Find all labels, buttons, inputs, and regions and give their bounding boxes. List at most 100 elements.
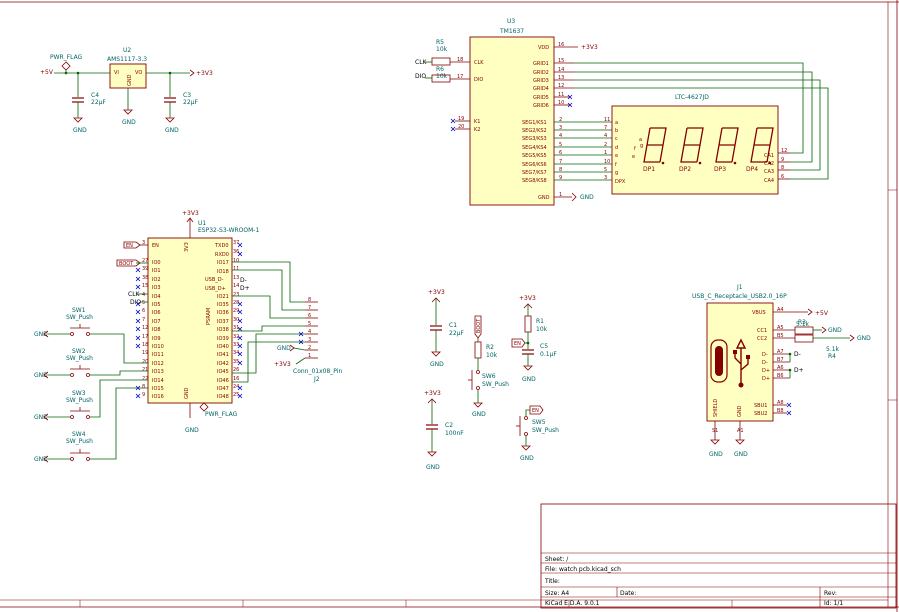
switch-sw4[interactable]: SW4 SW_Push GND [34, 387, 148, 463]
u3-value: TM1637 [499, 28, 524, 35]
c1-ref: C1 [449, 322, 457, 329]
r4-body[interactable] [794, 334, 814, 343]
u1-psram: PSRAM [206, 308, 212, 325]
u1-boot-label-box [116, 259, 141, 267]
u3-seg5: SEG5/KS5 [522, 153, 547, 159]
svg-text:5: 5 [559, 142, 562, 148]
svg-text:26: 26 [233, 367, 239, 373]
disp-ca3: CA3 [764, 169, 774, 175]
svg-text:1: 1 [604, 150, 607, 156]
u2-pin-vi: VI [114, 70, 119, 76]
switch-sw3[interactable]: SW3 SW_Push GND [34, 379, 148, 421]
u3-seg-pins: SEG1/KS1 SEG2/KS2 SEG3/KS3 SEG4/KS4 SEG5… [522, 117, 612, 184]
sw4-gnd: GND [34, 456, 48, 463]
sw3-gnd: GND [34, 414, 48, 421]
r5-body[interactable] [431, 57, 451, 66]
disp-seg-f: f [615, 162, 617, 168]
j2-pin-8: 8 [308, 297, 311, 303]
svg-text:1: 1 [559, 192, 562, 198]
svg-text:6: 6 [559, 150, 562, 156]
u3-ref: U3 [507, 18, 515, 25]
u1-en-label: EN [126, 243, 133, 249]
j2-pin-5: 5 [308, 321, 311, 327]
u1-pin-io7: IO7 [152, 319, 161, 325]
u1-pin-usbdp: USB_D+ [205, 286, 226, 292]
svg-text:20: 20 [142, 359, 148, 365]
u3-seg2: SEG2/KS2 [522, 128, 547, 134]
regulator-block: PWR_FLAG +5V U2 AMS1117-3.3 VI VO GND +3… [40, 47, 213, 134]
j1-shield: SHIELD [713, 399, 719, 417]
u1-top-net: +3V3 [182, 210, 199, 217]
c2-circuit: +3V3 C2 100nF GND [424, 390, 464, 471]
disp-seg-b: b [615, 128, 618, 134]
svg-text:12: 12 [142, 325, 148, 331]
j2-value: Conn_01x08_Pin [293, 368, 342, 375]
pwr-flag-label: PWR_FLAG [50, 54, 83, 61]
en-label-box [511, 338, 526, 348]
r1-val: 10k [536, 326, 548, 333]
svg-text:8: 8 [781, 165, 784, 171]
j2-pins: 8 7 6 5 4 3 2 1 [298, 297, 318, 359]
j1-dp1: D+ [762, 368, 770, 374]
svg-text:15: 15 [142, 283, 148, 289]
u1-pin-io13: IO13 [152, 369, 164, 375]
svg-text:18: 18 [457, 57, 463, 63]
r4-gnd: GND [857, 335, 871, 342]
u3-body[interactable] [469, 36, 555, 206]
u1-pin-io12: IO12 [152, 361, 164, 367]
r2-body[interactable] [474, 341, 482, 359]
svg-text:14: 14 [558, 67, 564, 73]
svg-text:33: 33 [233, 342, 239, 348]
u1-gnd-pin: GND [184, 387, 190, 399]
r6-body[interactable] [431, 74, 451, 83]
u3-vdd: VDD [538, 45, 549, 51]
u1-pin-io48: IO48 [217, 394, 229, 400]
disp-ca1: CA1 [764, 153, 774, 159]
r3-body[interactable] [794, 326, 814, 335]
net-clk-u3: CLK [415, 59, 428, 66]
r1-body[interactable] [524, 315, 532, 333]
display-body[interactable] [611, 105, 779, 195]
esp32-block: +3V3 U1 ESP32-S3-WROOM-1 3V3 GND GND PWR… [116, 210, 259, 434]
u1-pin-io6: IO6 [152, 310, 161, 316]
svg-text:12: 12 [781, 148, 787, 154]
c1-net: +3V3 [428, 289, 445, 296]
u1-pin-io1: IO1 [152, 268, 161, 274]
display-value: LTC-4627JD [675, 94, 709, 101]
j2-pin-1: 1 [308, 353, 311, 359]
u3-grid1: GRID1 [533, 61, 549, 67]
j1-pin-a7: A7 [777, 349, 784, 355]
switch-sw1[interactable]: SW1 SW_Push GND [34, 307, 148, 364]
c3-ref: C3 [183, 92, 191, 99]
u1-clk-net: CLK [128, 291, 141, 298]
sw2-gnd: GND [34, 372, 48, 379]
u1-pin-txd0: TXD0 [214, 243, 229, 249]
sw1-ref: SW1 [72, 307, 86, 314]
u3-seg8: SEG8/KS8 [522, 178, 547, 184]
svg-text:6: 6 [781, 174, 784, 180]
r5-val: 10k [436, 46, 448, 53]
u1-pin-usbdm: USB_D- [205, 277, 224, 283]
r3-ref: R3 [798, 319, 806, 326]
u1-pin-io10: IO10 [152, 344, 164, 350]
u1-pin-io39: IO39 [217, 336, 229, 342]
r2-ref: R2 [486, 344, 494, 351]
disp-seg-c: c [615, 136, 618, 142]
u1-pin-io37: IO37 [217, 319, 229, 325]
svg-text:25: 25 [233, 392, 239, 398]
c5-gnd: GND [522, 376, 536, 383]
u3-seg3: SEG3/KS3 [522, 136, 547, 142]
svg-text:23: 23 [233, 292, 239, 298]
svg-text:7: 7 [559, 159, 562, 165]
u1-body[interactable] [147, 237, 233, 404]
disp-dp4: DP4 [746, 166, 758, 173]
sw5-en-label: EN [532, 408, 539, 414]
switch-sw2[interactable]: SW2 SW_Push GND [34, 348, 148, 379]
svg-text:17: 17 [142, 334, 148, 340]
u3-grid3: GRID3 [533, 78, 549, 84]
boot-label-box [474, 315, 482, 339]
svg-text:f: f [634, 146, 636, 152]
svg-text:3: 3 [142, 240, 145, 246]
u1-dminus-net: D- [240, 277, 247, 284]
u2-body[interactable] [109, 63, 147, 89]
